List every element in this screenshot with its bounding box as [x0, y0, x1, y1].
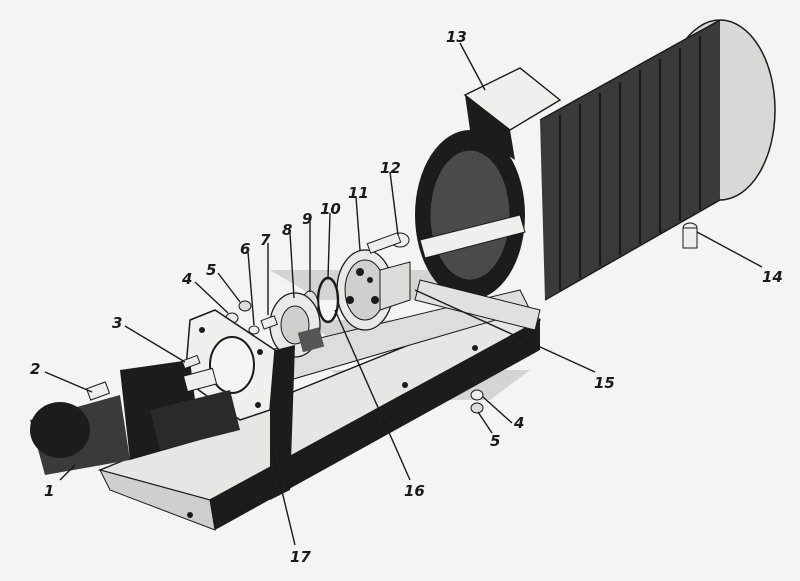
- coupling-half: [336, 249, 411, 331]
- callout-7: 7: [260, 231, 271, 249]
- callout-labels: 1 2 3 4 5 6 7 8 9 10 11 12 13 14 15 16 1…: [30, 28, 783, 566]
- callout-4: 4: [181, 270, 192, 288]
- callout-14: 14: [762, 268, 783, 286]
- mounting-plate: [184, 309, 295, 500]
- electric-motor: [414, 19, 776, 331]
- base-frame: [97, 289, 542, 531]
- callout-6: 6: [240, 240, 250, 258]
- callout-5: 5: [206, 261, 216, 279]
- key-3: [181, 354, 201, 370]
- callout-13: 13: [446, 28, 467, 46]
- leader-lines: [44, 42, 763, 546]
- callout-17: 17: [290, 548, 311, 566]
- key-7: [260, 315, 278, 330]
- callout-10: 10: [320, 200, 341, 218]
- bolt-14: [682, 222, 698, 249]
- washer-4-lower: [470, 389, 484, 401]
- callout-2: 2: [30, 360, 40, 378]
- callout-8: 8: [282, 221, 292, 239]
- gear-pump: [30, 360, 240, 475]
- callout-5-lower: 5: [490, 432, 500, 450]
- callout-3: 3: [112, 314, 122, 332]
- nut-5: [238, 300, 252, 312]
- bolt-6: [248, 325, 260, 335]
- callout-9: 9: [302, 210, 312, 228]
- callout-4-lower: 4: [513, 414, 524, 432]
- callout-16: 16: [404, 482, 425, 500]
- callout-11: 11: [348, 184, 369, 202]
- callout-12: 12: [380, 159, 401, 177]
- fitting-2: [85, 381, 111, 401]
- callout-15: 15: [594, 374, 615, 392]
- callout-1: 1: [44, 482, 54, 500]
- nut-5-lower: [470, 402, 484, 414]
- bushing-12: [366, 232, 410, 254]
